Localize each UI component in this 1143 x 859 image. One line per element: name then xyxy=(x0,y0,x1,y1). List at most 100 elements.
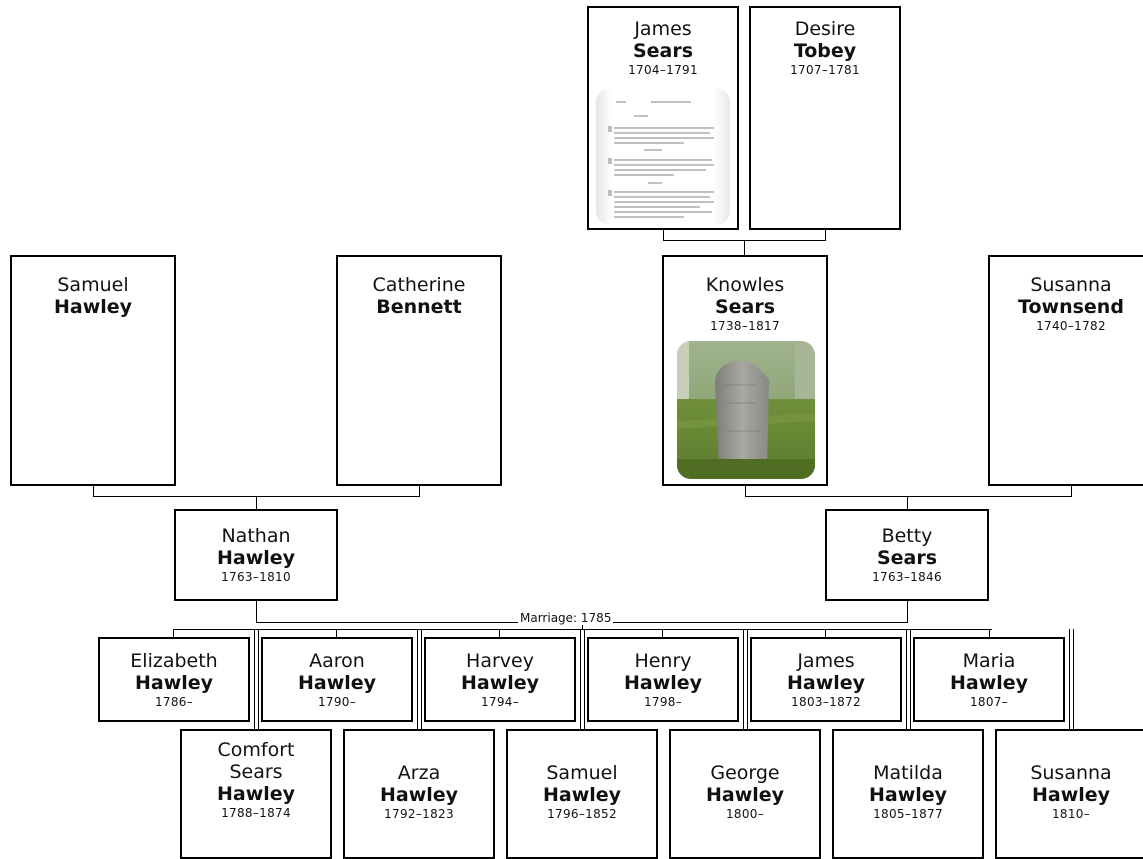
life-dates: 1800– xyxy=(725,807,765,821)
connector-line xyxy=(910,629,911,730)
person-card-desire-tobey[interactable]: Desire Tobey 1707–1781 xyxy=(749,6,901,230)
connector-line xyxy=(1073,629,1074,730)
person-card-elizabeth-hawley[interactable]: Elizabeth Hawley 1786– xyxy=(98,637,250,722)
life-dates: 1794– xyxy=(480,695,520,709)
life-dates: 1738–1817 xyxy=(710,319,780,333)
connector-line xyxy=(747,629,748,730)
last-name: Hawley xyxy=(297,672,377,694)
person-card-matilda-hawley[interactable]: Matilda Hawley 1805–1877 xyxy=(832,729,984,859)
life-dates: 1807– xyxy=(969,695,1009,709)
first-name: Samuel xyxy=(57,274,129,296)
life-dates: 1707–1781 xyxy=(790,63,860,77)
first-name: Catherine xyxy=(372,274,466,296)
first-name: Henry xyxy=(634,650,692,672)
person-card-knowles-sears[interactable]: Knowles Sears 1738–1817 xyxy=(662,255,828,486)
document-scan-photo[interactable] xyxy=(596,88,730,225)
person-card-samuel-hawley-sr[interactable]: Samuel Hawley xyxy=(10,255,176,486)
connector-line xyxy=(743,629,744,730)
person-card-george-hawley[interactable]: George Hawley 1800– xyxy=(669,729,821,859)
connector-line xyxy=(254,629,255,730)
last-name: Hawley xyxy=(216,783,296,805)
connector-line xyxy=(421,629,422,730)
person-card-catherine-bennett[interactable]: Catherine Bennett xyxy=(336,255,502,486)
person-card-samuel-hawley[interactable]: Samuel Hawley 1796–1852 xyxy=(506,729,658,859)
life-dates: 1792–1823 xyxy=(384,807,454,821)
first-name: James xyxy=(797,650,855,672)
connector-line xyxy=(662,629,663,638)
connector-line xyxy=(499,629,500,638)
first-name: Arza xyxy=(397,762,441,784)
connector-line xyxy=(336,629,337,638)
first-name: Matilda xyxy=(873,762,943,784)
connector-line xyxy=(256,496,257,510)
last-name: Hawley xyxy=(53,296,133,318)
last-name: Hawley xyxy=(542,784,622,806)
connector-line xyxy=(825,629,826,638)
first-name: Nathan xyxy=(221,525,291,547)
connector-line xyxy=(745,496,1072,497)
last-name: Townsend xyxy=(1018,296,1124,318)
last-name: Hawley xyxy=(623,672,703,694)
life-dates: 1790– xyxy=(317,695,357,709)
first-name: Elizabeth xyxy=(130,650,218,672)
person-card-betty-sears[interactable]: Betty Sears 1763–1846 xyxy=(825,509,989,601)
person-card-maria-hawley[interactable]: Maria Hawley 1807– xyxy=(913,637,1065,722)
connector-line xyxy=(584,629,585,730)
life-dates: 1798– xyxy=(643,695,683,709)
gravestone-photo[interactable] xyxy=(677,341,815,479)
first-name: Desire xyxy=(794,18,856,40)
last-name: Sears xyxy=(876,547,938,569)
connector-line xyxy=(1069,629,1070,730)
person-card-arza-hawley[interactable]: Arza Hawley 1792–1823 xyxy=(343,729,495,859)
connector-line xyxy=(825,229,826,241)
person-card-susanna-hawley[interactable]: Susanna Hawley 1810– xyxy=(995,729,1143,859)
last-name: Hawley xyxy=(134,672,214,694)
last-name: Hawley xyxy=(868,784,948,806)
person-card-harvey-hawley[interactable]: Harvey Hawley 1794– xyxy=(424,637,576,722)
marriage-label: Marriage: 1785 xyxy=(518,611,614,625)
connector-line xyxy=(419,485,420,497)
first-name: Samuel xyxy=(546,762,618,784)
person-card-comfort-hawley[interactable]: Comfort Sears Hawley 1788–1874 xyxy=(180,729,332,859)
connector-line xyxy=(582,622,583,629)
person-card-henry-hawley[interactable]: Henry Hawley 1798– xyxy=(587,637,739,722)
life-dates: 1805–1877 xyxy=(873,807,943,821)
connector-line xyxy=(417,629,418,730)
first-name: Betty xyxy=(881,525,933,547)
life-dates: 1740–1782 xyxy=(1036,319,1106,333)
life-dates: 1810– xyxy=(1051,807,1091,821)
last-name: Hawley xyxy=(460,672,540,694)
person-card-james-hawley[interactable]: James Hawley 1803–1872 xyxy=(750,637,902,722)
life-dates: 1763–1810 xyxy=(221,570,291,584)
last-name: Hawley xyxy=(705,784,785,806)
connector-line xyxy=(256,599,257,623)
last-name: Hawley xyxy=(379,784,459,806)
person-card-james-sears[interactable]: James Sears 1704–1791 xyxy=(587,6,739,230)
first-name: Knowles xyxy=(705,274,785,296)
last-name: Hawley xyxy=(216,547,296,569)
connector-line xyxy=(93,485,94,497)
connector-line xyxy=(744,240,745,256)
first-name: George xyxy=(710,762,780,784)
last-name: Bennett xyxy=(376,296,462,318)
connector-line xyxy=(173,629,174,638)
connector-line xyxy=(906,629,907,730)
connector-line xyxy=(745,485,746,497)
person-card-nathan-hawley[interactable]: Nathan Hawley 1763–1810 xyxy=(174,509,338,601)
last-name: Hawley xyxy=(786,672,866,694)
connector-line xyxy=(173,629,992,630)
life-dates: 1796–1852 xyxy=(547,807,617,821)
first-name: Susanna xyxy=(1030,762,1112,784)
connector-line xyxy=(1071,485,1072,497)
person-card-aaron-hawley[interactable]: Aaron Hawley 1790– xyxy=(261,637,413,722)
last-name: Tobey xyxy=(793,40,857,62)
life-dates: 1788–1874 xyxy=(221,806,291,820)
connector-line xyxy=(907,599,908,623)
first-name: James xyxy=(634,18,692,40)
life-dates: 1763–1846 xyxy=(872,570,942,584)
life-dates: 1704–1791 xyxy=(628,63,698,77)
person-card-susanna-townsend[interactable]: Susanna Townsend 1740–1782 xyxy=(988,255,1143,486)
last-name: Hawley xyxy=(1031,784,1111,806)
connector-line xyxy=(258,629,259,730)
first-name: Maria xyxy=(962,650,1016,672)
